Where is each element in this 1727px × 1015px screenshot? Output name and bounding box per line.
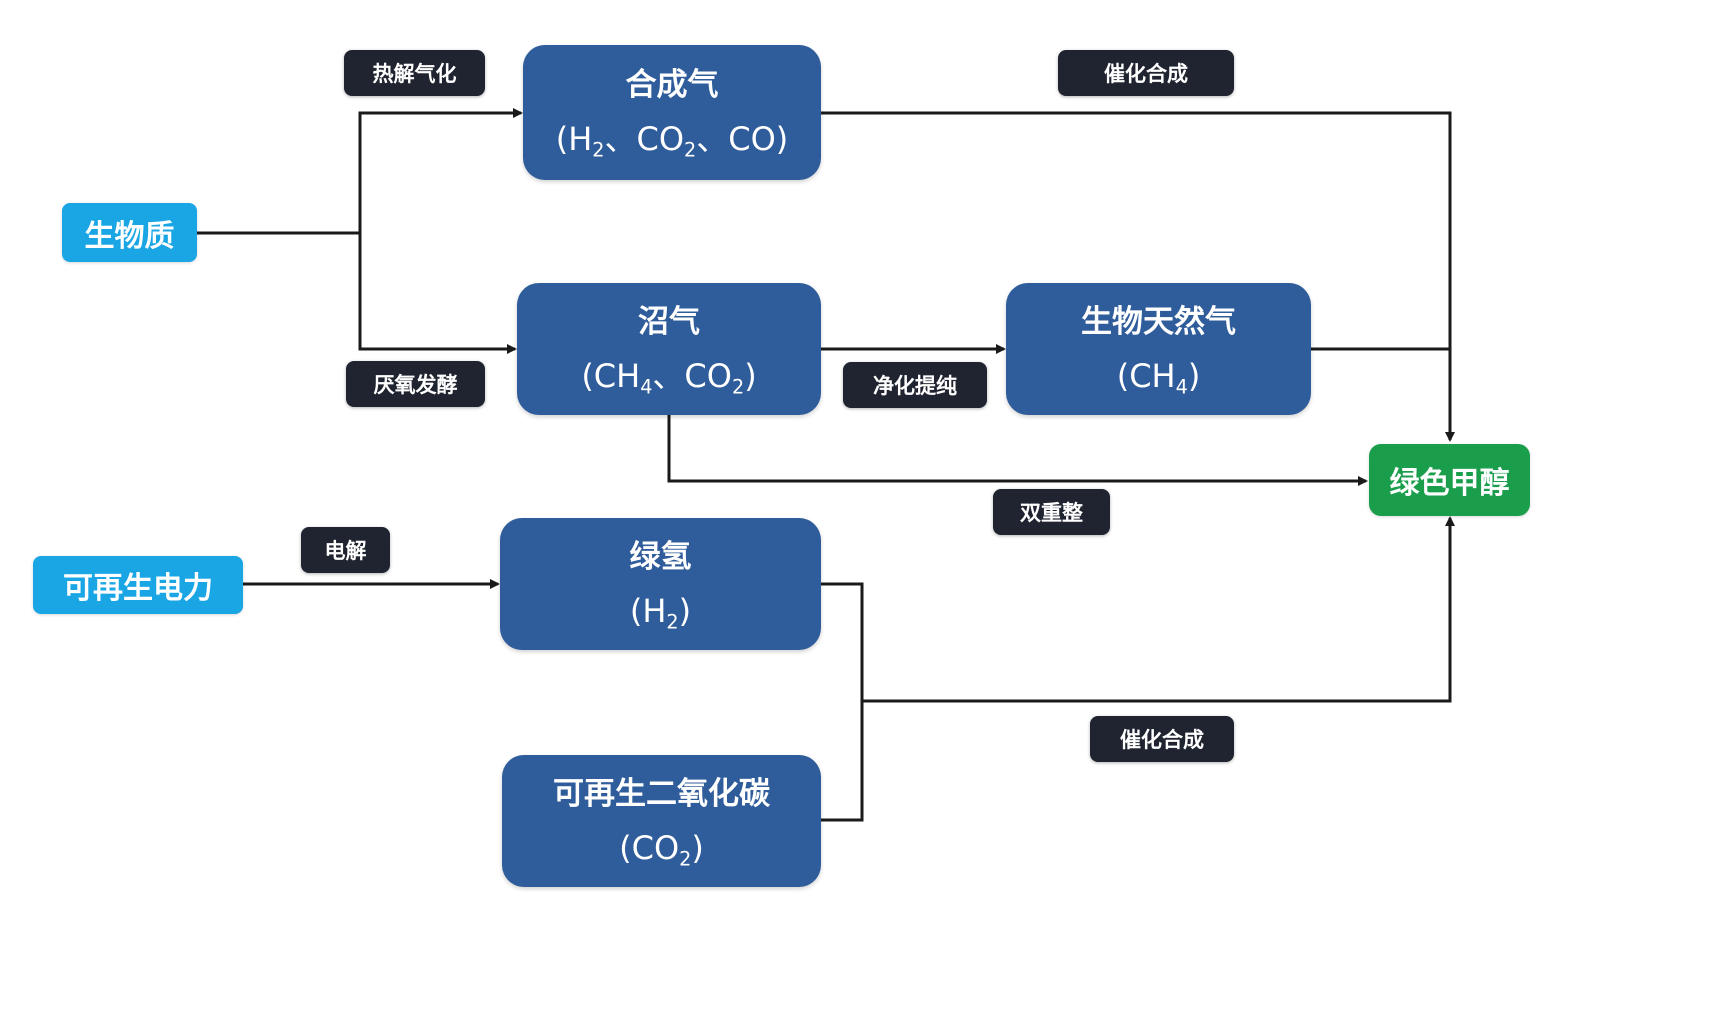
node-biomass[interactable]: 生物质 <box>62 203 197 262</box>
connector-biomass-to-syngas <box>358 108 523 233</box>
label-electrolysis: 电解 <box>301 527 390 573</box>
node-biogas-formula: (CH4、CO2) <box>581 356 757 399</box>
label-dual-reforming: 双重整 <box>993 489 1110 535</box>
node-biogas[interactable]: 沼气 (CH4、CO2) <box>517 283 821 415</box>
connector-biogas-reforming-to-methanol <box>667 415 1368 486</box>
label-pyrolysis-gasification: 热解气化 <box>344 50 485 96</box>
connector-syngas-to-methanol <box>821 111 1455 442</box>
node-renewable-power[interactable]: 可再生电力 <box>33 556 243 614</box>
node-green-methanol-title: 绿色甲醇 <box>1389 466 1510 501</box>
node-renewable-co2-formula: (CO2) <box>619 828 704 871</box>
connector-biomass-to-biogas <box>358 233 517 354</box>
node-renewable-power-title: 可再生电力 <box>63 571 213 606</box>
connector-hydrogen-to-merge <box>821 582 864 822</box>
node-bio-natural-gas-formula: (CH4) <box>1116 356 1201 399</box>
node-syngas[interactable]: 合成气 (H2、CO2、CO) <box>523 45 821 180</box>
node-biogas-title: 沼气 <box>638 303 700 340</box>
node-biomass-title: 生物质 <box>84 218 175 254</box>
label-catalytic-synthesis-bottom: 催化合成 <box>1090 716 1234 762</box>
node-green-hydrogen[interactable]: 绿氢 (H2) <box>500 518 821 650</box>
node-renewable-co2[interactable]: 可再生二氧化碳 (CO2) <box>502 755 821 887</box>
node-green-methanol[interactable]: 绿色甲醇 <box>1369 444 1530 516</box>
node-renewable-co2-title: 可再生二氧化碳 <box>553 775 770 812</box>
connector-merge-to-methanol <box>862 516 1455 703</box>
node-syngas-formula: (H2、CO2、CO) <box>555 120 789 162</box>
node-bio-natural-gas[interactable]: 生物天然气 (CH4) <box>1006 283 1311 415</box>
node-bio-natural-gas-title: 生物天然气 <box>1081 303 1236 340</box>
label-purification: 净化提纯 <box>843 362 987 408</box>
node-green-hydrogen-formula: (H2) <box>629 591 692 634</box>
node-green-hydrogen-title: 绿氢 <box>629 538 692 575</box>
node-syngas-title: 合成气 <box>625 67 719 103</box>
label-anaerobic-fermentation: 厌氧发酵 <box>346 361 485 407</box>
label-catalytic-synthesis-top: 催化合成 <box>1058 50 1234 96</box>
